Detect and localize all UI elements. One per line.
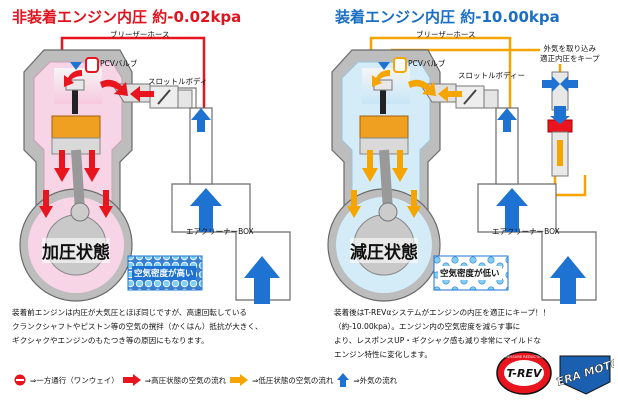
left-piston	[51, 115, 101, 139]
left-throttle-body-label: スロットルボディ	[148, 77, 208, 86]
legend-high-pressure: ⇒高圧状態の空気の流れ	[144, 375, 227, 385]
trev-logo-text: T-REV	[507, 367, 543, 380]
right-air-cleaner-label: エアクリーナーBOX	[492, 227, 560, 236]
left-high-pressure-arrows	[39, 70, 154, 218]
trev-logo: T-REV PRESSURE REDUCTION	[496, 351, 552, 395]
right-state-label: 減圧状態	[350, 238, 418, 263]
right-spark-plug	[380, 88, 386, 114]
right-breather-hose	[369, 36, 512, 108]
right-title: 装着エンジン内圧 約-10.00kpa	[335, 8, 560, 26]
low-pressure-arrow-icon	[230, 374, 249, 386]
left-title: 非装着エンジン内圧 約-0.02kpa	[12, 8, 242, 26]
right-air-density-label: 空気密度が低い	[438, 266, 502, 280]
left-outside-air-arrows	[190, 108, 280, 304]
left-breather-hose	[60, 36, 206, 108]
left-state-label: 加圧状態	[42, 238, 110, 263]
legend: ⇒一方通行（ワンウェイ） ⇒高圧状態の空気の流れ ⇒低圧状態の空気の流れ ⇒外気…	[14, 373, 397, 387]
right-pcv-valve-label: PCVバルブ	[408, 59, 446, 68]
legend-low-pressure: ⇒低圧状態の空気の流れ	[252, 375, 334, 385]
legend-outside-air: ⇒外気の流れ	[353, 375, 398, 385]
left-air-cleaner-label: エアクリーナーBOX	[186, 227, 254, 236]
teramoto-logo: TERA MOTO	[556, 355, 614, 395]
left-pcv-valve	[85, 57, 99, 73]
right-intake-valve-label: 外気を取り込み 適正内圧をキープ	[540, 44, 600, 64]
outside-air-arrow-icon	[337, 373, 350, 387]
left-spark-plug	[72, 88, 78, 114]
right-piston	[359, 115, 409, 139]
left-description: 装着前エンジンは内圧が大気圧とほぼ同じですが、高速回転している クランクシャフト…	[12, 308, 263, 345]
left-pcv-valve-label: PCVバルブ	[100, 59, 138, 68]
high-pressure-arrow-icon	[122, 374, 141, 386]
trev-logo-ring-text: PRESSURE REDUCTION	[503, 355, 545, 359]
trev-valve-top	[551, 71, 569, 111]
right-throttle-body-label: スロットルボディー	[458, 71, 525, 80]
legend-one-way: ⇒一方通行（ワンウェイ）	[30, 375, 119, 385]
one-way-icon	[14, 374, 26, 386]
right-low-pressure-arrows	[347, 70, 462, 218]
right-breather-hose-label: ブリーザーホース	[416, 30, 476, 39]
right-outside-air-arrows	[496, 76, 586, 304]
left-air-density-label: 空気密度が高い	[132, 266, 196, 280]
right-pcv-valve	[393, 57, 407, 73]
left-breather-hose-label: ブリーザーホース	[110, 30, 170, 39]
right-description: 装着後はT-REVαシステムがエンジンの内圧を適正にキープ！！ （約-10.00…	[334, 308, 551, 359]
